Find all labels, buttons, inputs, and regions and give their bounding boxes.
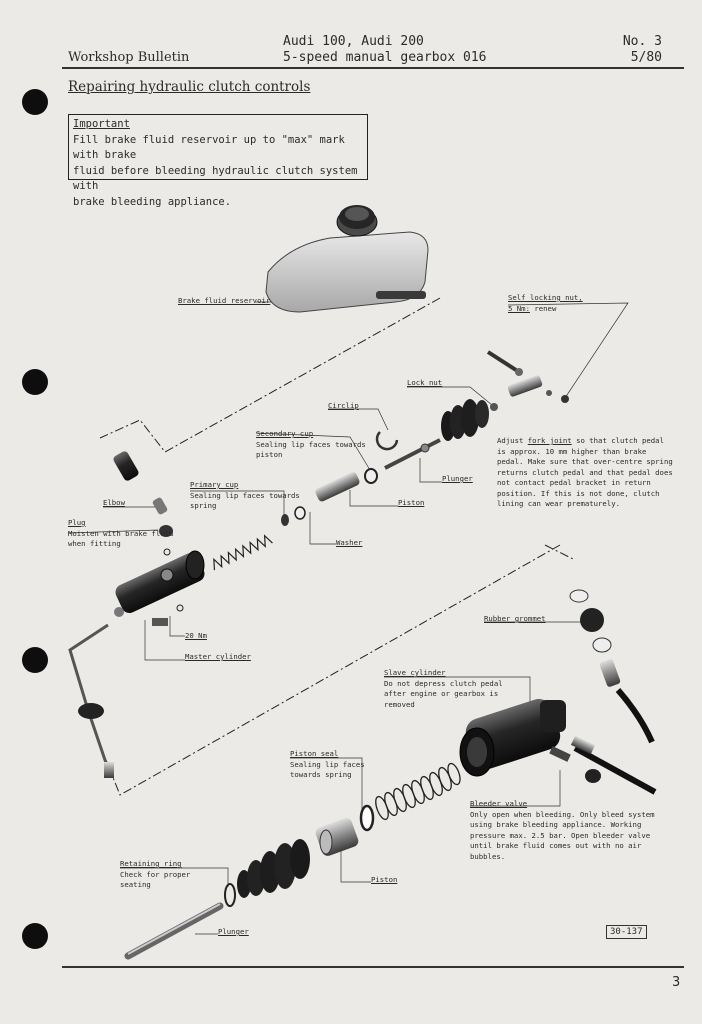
- important-line-1: Fill brake fluid reservoir up to "max" m…: [73, 133, 345, 162]
- label-torque-20: 20 Nm: [185, 631, 207, 640]
- label-master-cylinder: Master cylinder: [185, 652, 251, 661]
- header-rule: [62, 67, 684, 69]
- label-elbow: Elbow: [103, 498, 125, 507]
- label-slave-cylinder: Slave cylinder Do not depress clutch ped…: [384, 668, 503, 709]
- header-models: Audi 100, Audi 200 5-speed manual gearbo…: [283, 34, 487, 66]
- label-secondary-cup: Secondary cup Sealing lip faces towards …: [256, 429, 366, 459]
- bulletin-date: 5/80: [630, 50, 662, 65]
- label-retaining-ring: Retaining ring Check for proper seating: [120, 859, 191, 889]
- master-cylinder-drawing: [114, 550, 205, 617]
- label-piston-upper: Piston: [398, 498, 425, 507]
- page-title: Repairing hydraulic clutch controls: [68, 79, 311, 95]
- fork-joint-drawing: [486, 350, 569, 411]
- bulletin-type: Workshop Bulletin: [68, 50, 190, 65]
- binder-hole-3: [22, 647, 48, 673]
- axis-upper: [544, 544, 576, 561]
- gearbox-line: 5-speed manual gearbox 016: [283, 50, 487, 65]
- label-plunger-lower: Plunger: [218, 927, 249, 936]
- important-line-2: fluid before bleeding hydraulic clutch s…: [73, 164, 358, 193]
- figure-number: 30-137: [606, 925, 647, 939]
- models-line: Audi 100, Audi 200: [283, 34, 424, 49]
- important-line-3: brake bleeding appliance.: [73, 195, 232, 208]
- important-notice: Important Fill brake fluid reservoir up …: [68, 114, 368, 208]
- binder-hole-4: [22, 923, 48, 949]
- axis-lower: [109, 544, 561, 796]
- label-circlip: Circlip: [328, 401, 359, 410]
- upper-boot-drawing: [441, 399, 489, 441]
- label-plug: Plug Moisten with brake fluid when fitti…: [68, 518, 174, 548]
- label-self-locking-nut: Self locking nut, 5 Nm: renew: [508, 293, 583, 313]
- label-lock-nut: Lock nut: [407, 378, 443, 387]
- label-washer: Washer: [336, 538, 363, 547]
- binder-hole-2: [22, 369, 48, 395]
- header-number: No. 3 5/80: [623, 34, 662, 66]
- label-bleeder-valve: Bleeder valve Only open when bleeding. O…: [470, 799, 655, 861]
- brake-fluid-reservoir-drawing: [265, 205, 429, 313]
- label-primary-cup: Primary cup Sealing lip faces towards sp…: [190, 480, 300, 510]
- lower-boot-drawing: [237, 839, 310, 898]
- label-reservoir: Brake fluid reservoir: [178, 296, 271, 305]
- footer-rule: [62, 966, 684, 968]
- slave-cylinder-drawing: [459, 699, 566, 777]
- axis-reservoir: [99, 297, 441, 453]
- label-plunger-upper: Plunger: [442, 474, 473, 483]
- label-rubber-grommet: Rubber grommet: [484, 614, 546, 623]
- label-fork-joint: Adjust fork joint so that clutch pedal i…: [497, 436, 673, 508]
- binder-hole-1: [22, 89, 48, 115]
- important-heading: Important: [73, 118, 130, 130]
- label-piston-lower: Piston: [371, 875, 398, 884]
- label-piston-seal: Piston seal Sealing lip faces towards sp…: [290, 749, 365, 779]
- bulletin-number: No. 3: [622, 34, 662, 49]
- page-number: 3: [672, 975, 681, 990]
